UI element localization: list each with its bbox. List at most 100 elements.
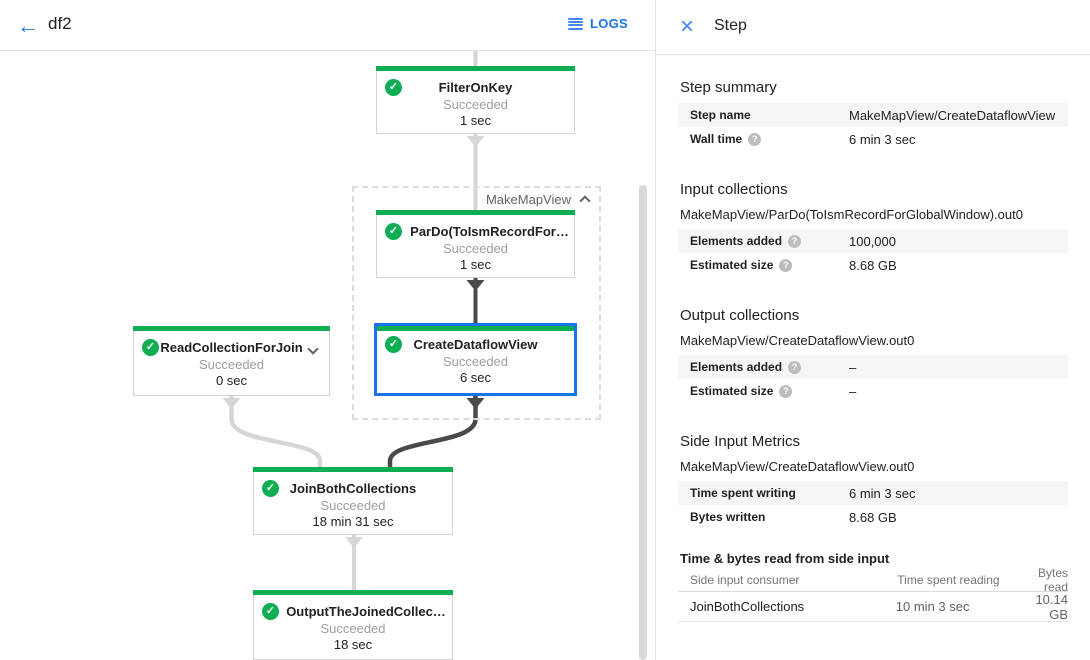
kv-label-text: Step name <box>690 108 751 122</box>
kv-value: MakeMapView/CreateDataflowView <box>849 107 1056 123</box>
logs-button[interactable]: LOGS <box>567 16 628 31</box>
kv-row-wall-time: Wall time ? 6 min 3 sec <box>678 127 1068 151</box>
help-icon[interactable]: ? <box>779 384 793 398</box>
kv-row-elements-added: Elements added ? – <box>678 355 1068 379</box>
kv-value: 8.68 GB <box>849 509 897 525</box>
graph-edges <box>222 51 485 590</box>
status-bar <box>376 210 575 215</box>
group-label-makemapview[interactable]: MakeMapView <box>485 192 571 207</box>
section-heading-output-collections: Output collections <box>680 307 800 324</box>
status-bar <box>377 326 574 331</box>
kv-value: – <box>849 359 857 375</box>
column-header-time-reading: Time spent reading <box>897 572 1000 587</box>
help-icon[interactable]: ? <box>788 360 802 374</box>
status-bar <box>133 326 330 331</box>
kv-row-bytes-written: Bytes written 8.68 GB <box>678 505 1068 529</box>
step-title: CreateDataflowView <box>413 337 538 352</box>
arrowhead-readcollection <box>222 398 241 409</box>
kv-label-text: Elements added <box>690 360 783 374</box>
arrowhead-pardo <box>466 280 485 291</box>
cell-time-reading: 10 min 3 sec <box>895 599 970 614</box>
step-node-outputthejoined[interactable]: ✓ OutputTheJoinedCollec… Succeeded 18 se… <box>253 590 453 660</box>
column-header-consumer: Side input consumer <box>690 572 800 587</box>
help-icon[interactable]: ? <box>788 234 802 248</box>
step-title: ParDo(ToIsmRecordFor… <box>410 224 569 239</box>
side-input-table-heading: Time & bytes read from side input <box>680 551 890 566</box>
kv-label: Elements added ? <box>690 234 849 248</box>
step-time: 6 sec <box>459 370 492 385</box>
graph-vertical-scrollbar[interactable] <box>639 185 647 660</box>
kv-label-text: Estimated size <box>690 384 774 398</box>
cell-bytes-read: 10.14 GB <box>1035 591 1068 622</box>
success-check-icon: ✓ <box>262 603 279 620</box>
kv-row-estimated-size: Estimated size ? – <box>678 379 1068 403</box>
step-detail-panel: × Step Step summary Step name MakeMapVie… <box>655 0 1090 660</box>
kv-label: Estimated size ? <box>690 384 849 398</box>
kv-label: Bytes written <box>690 510 849 524</box>
step-time: 18 sec <box>333 637 373 652</box>
back-arrow-icon[interactable]: ← <box>17 13 39 38</box>
kv-value: 6 min 3 sec <box>849 485 916 501</box>
job-title: df2 <box>48 14 72 33</box>
panel-title: Step <box>714 17 747 34</box>
input-collection-name: MakeMapView/ParDo(ToIsmRecordForGlobalWi… <box>680 207 1023 222</box>
arrowhead-join <box>345 537 363 548</box>
step-time: 1 sec <box>459 113 492 128</box>
kv-label: Estimated size ? <box>690 258 849 272</box>
table-row: JoinBothCollections 10 min 3 sec 10.14 G… <box>678 592 1068 622</box>
section-heading-input-collections: Input collections <box>680 181 788 198</box>
pipeline-graph: MakeMapView ✓ FilterOnKey Succeeded 1 se… <box>0 51 655 660</box>
step-title: ReadCollectionForJoin <box>160 340 303 355</box>
side-input-table-header: Side input consumer Time spent reading B… <box>678 565 1068 594</box>
kv-label-text: Elements added <box>690 234 783 248</box>
collapse-chevron-up-icon[interactable] <box>579 195 591 207</box>
section-heading-side-input-metrics: Side Input Metrics <box>680 433 801 450</box>
help-icon[interactable]: ? <box>748 132 762 146</box>
step-time: 18 min 31 sec <box>312 514 394 529</box>
arrowhead-filteronkey <box>466 136 485 147</box>
status-bar <box>376 66 575 71</box>
kv-row-time-spent-writing: Time spent writing 6 min 3 sec <box>678 481 1068 505</box>
kv-label-text: Time spent writing <box>690 486 796 500</box>
kv-label: Wall time ? <box>690 132 849 146</box>
side-input-metrics-rows: Time spent writing 6 min 3 sec Bytes wri… <box>678 481 1068 529</box>
status-bar <box>253 467 453 472</box>
step-node-filteronkey[interactable]: ✓ FilterOnKey Succeeded 1 sec <box>376 66 575 134</box>
logs-list-icon <box>567 17 583 30</box>
panel-header: × Step <box>656 0 1090 55</box>
step-status: Succeeded <box>442 354 509 369</box>
step-status: Succeeded <box>442 241 509 256</box>
composite-group-makemapview: MakeMapView <box>352 186 601 420</box>
edge-createdataflowview-to-join <box>387 395 478 467</box>
step-status: Succeeded <box>320 498 386 513</box>
kv-value: – <box>849 383 857 399</box>
step-node-joinbothcollections[interactable]: ✓ JoinBothCollections Succeeded 18 min 3… <box>253 467 453 535</box>
step-title: OutputTheJoinedCollec… <box>286 604 446 619</box>
kv-label-text: Wall time <box>690 132 743 146</box>
side-input-collection-name: MakeMapView/CreateDataflowView.out0 <box>680 459 915 474</box>
cell-consumer: JoinBothCollections <box>690 599 805 614</box>
kv-value: 100,000 <box>849 233 896 249</box>
kv-label: Step name <box>690 108 849 122</box>
step-time: 1 sec <box>459 257 492 272</box>
status-bar <box>253 590 453 595</box>
kv-label-text: Estimated size <box>690 258 774 272</box>
step-node-readcollectionforjoin[interactable]: ✓ ReadCollectionForJoin Succeeded 0 sec <box>133 326 330 396</box>
step-node-pardo-toismrecord[interactable]: ✓ ParDo(ToIsmRecordFor… Succeeded 1 sec <box>376 210 575 278</box>
kv-label-text: Bytes written <box>690 510 766 524</box>
step-node-createdataflowview[interactable]: ✓ CreateDataflowView Succeeded 6 sec <box>374 323 577 396</box>
step-status: Succeeded <box>442 97 509 112</box>
kv-value: 8.68 GB <box>849 257 897 273</box>
close-icon[interactable]: × <box>679 13 694 40</box>
step-time: 0 sec <box>215 373 248 388</box>
arrowhead-createdataflowview <box>466 398 485 409</box>
top-bar: ← df2 LOGS <box>0 0 655 51</box>
column-header-bytes-read: Bytes read <box>1037 565 1068 594</box>
edge-readcollection-to-join <box>229 395 323 467</box>
success-check-icon: ✓ <box>262 480 279 497</box>
help-icon[interactable]: ? <box>779 258 793 272</box>
kv-row-estimated-size: Estimated size ? 8.68 GB <box>678 253 1068 277</box>
kv-label: Time spent writing <box>690 486 849 500</box>
side-input-table: Side input consumer Time spent reading B… <box>678 565 1068 622</box>
success-check-icon: ✓ <box>385 223 402 240</box>
